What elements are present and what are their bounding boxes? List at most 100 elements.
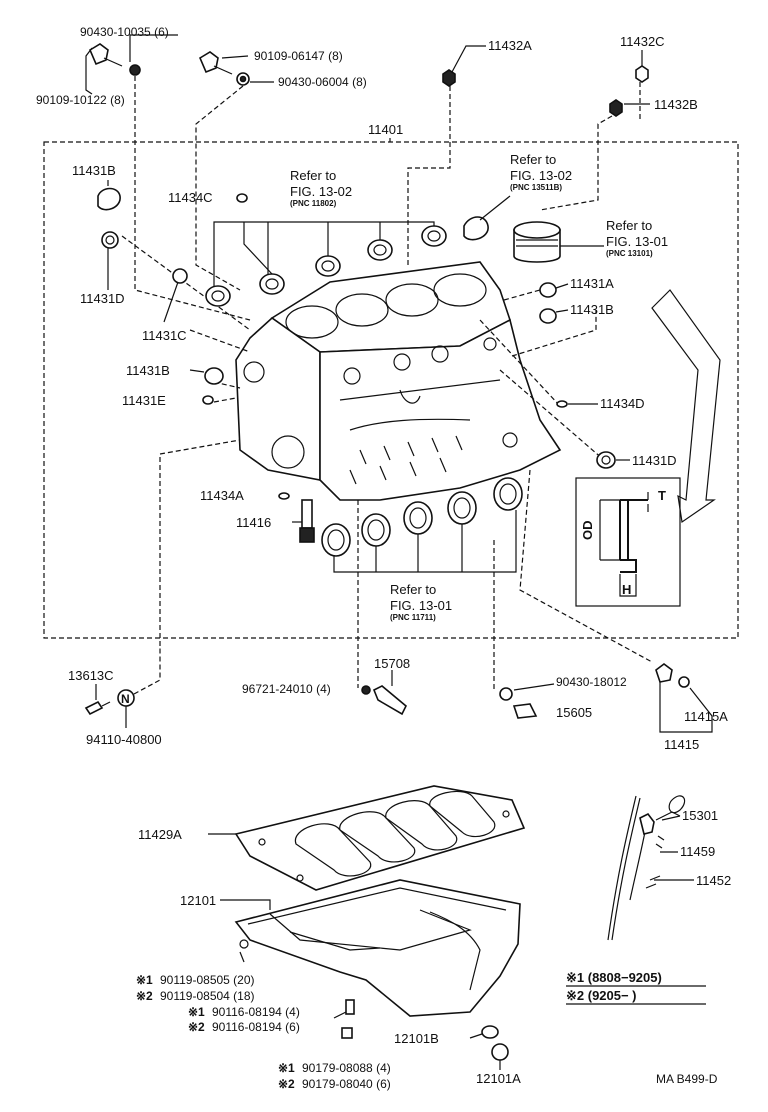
part-90109-10122: 90109-10122 (8) [36, 93, 125, 107]
diagram-code: MA B499-D [656, 1072, 718, 1086]
cap-13511B [463, 195, 511, 241]
plug-11432A: 11432A [407, 38, 532, 268]
inset-h-label: H [622, 582, 631, 597]
plug-11432C: 11432C [620, 34, 665, 120]
date-legend: ※1 (8808−9205) ※2 (9205− ) [566, 970, 706, 1005]
part-11415: 11415 [664, 737, 699, 752]
pin-11434A: 11434A [200, 488, 290, 503]
part-11459: 11459 [680, 844, 715, 859]
plug-11415: 11415A 11415 [655, 663, 728, 752]
part-11431E: 11431E [122, 393, 166, 408]
part-11431D-b: 11431D [632, 453, 677, 468]
part-11452: 11452 [696, 873, 731, 888]
fastener-mark: ※1 [188, 1005, 205, 1019]
part-12101A: 12101A [476, 1071, 521, 1086]
part-11415A: 11415A [684, 709, 728, 724]
svg-text:(PNC 11711): (PNC 11711) [390, 613, 436, 622]
pin-11434D: 11434D [556, 396, 645, 411]
fastener-part-number: 90116-08194 (6) [212, 1020, 300, 1034]
part-11401: 11401 [368, 122, 403, 137]
dipstick-pointer [651, 289, 721, 524]
svg-text:FIG. 13-02: FIG. 13-02 [510, 168, 572, 183]
legend-line-2: ※2 (9205− ) [566, 988, 637, 1003]
part-90109-06147: 90109-06147 (8) [254, 49, 343, 63]
upper-bearings [205, 221, 447, 307]
part-13613C: 13613C [68, 668, 114, 683]
dipstick: 15301 11459 11452 [607, 795, 731, 941]
inset-od-label: OD [580, 521, 595, 541]
plug-15605: 90430-18012 15605 [499, 675, 627, 720]
part-11431B-a: 11431B [72, 163, 116, 178]
part-11434C: 11434C [168, 190, 213, 205]
fastener-mark: ※1 [136, 973, 153, 987]
part-11431C: 11431C [142, 328, 187, 343]
cap-11434C: 11434C [168, 190, 248, 205]
svg-text:(PNC 13101): (PNC 13101) [606, 249, 653, 258]
refer-fig-13-02-a: Refer to FIG. 13-02 (PNC 11802) [290, 168, 352, 208]
oil-pan-gasket: 11429A [138, 785, 526, 891]
part-11416: 11416 [236, 515, 271, 530]
svg-text:(PNC 13511B): (PNC 13511B) [510, 183, 562, 192]
part-11431B-c: 11431B [126, 363, 170, 378]
part-96721-24010: 96721-24010 (4) [242, 682, 331, 696]
refer-fig-13-02-b: Refer to FIG. 13-02 (PNC 13511B) [510, 152, 572, 192]
bearing-detail-inset: T OD H [575, 477, 681, 607]
fastener-part-number: 90116-08194 (4) [212, 1005, 300, 1019]
fastener-part-number: 90119-08504 (18) [160, 989, 255, 1003]
cap-11431D-left: 11431D [80, 231, 125, 306]
part-11431A: 11431A [570, 276, 614, 291]
bolt-group-mid: 90109-06147 (8) 90430-06004 (8) [195, 49, 367, 291]
oil-pan: 12101 [180, 879, 521, 1017]
part-94110-40800: 94110-40800 [86, 732, 162, 747]
cap-11431B-left: 11431B [126, 363, 224, 385]
fastener-part-number: 90179-08088 (4) [302, 1061, 391, 1075]
part-11434A: 11434A [200, 488, 244, 503]
part-90430-06004: 90430-06004 (8) [278, 75, 367, 89]
bolt-11416: 11416 [236, 499, 315, 543]
part-11432C: 11432C [620, 34, 665, 49]
inset-t-label: T [658, 488, 666, 503]
drain-plug: 12101B 12101A [394, 1025, 521, 1086]
svg-text:(PNC 11802): (PNC 11802) [290, 199, 337, 208]
part-90430-18012: 90430-18012 [556, 675, 627, 689]
svg-text:Refer to: Refer to [290, 168, 336, 183]
cap-11431A: 11431A [539, 276, 614, 298]
svg-text:FIG. 13-02: FIG. 13-02 [290, 184, 352, 199]
svg-text:Refer to: Refer to [390, 582, 436, 597]
fastener-bolt [345, 999, 355, 1015]
cap-11431D-right: 11431D [596, 451, 677, 469]
part-11432A: 11432A [488, 38, 532, 53]
refer-fig-13-01-b: Refer to FIG. 13-01 (PNC 11711) [390, 582, 452, 622]
fastener-part-number: 90179-08040 (6) [302, 1077, 391, 1091]
fastener-mark: ※1 [278, 1061, 295, 1075]
plug-11432B: 11432B [539, 97, 698, 211]
cap-11431E: 11431E [122, 393, 214, 408]
cap-11431C: 11431C [142, 268, 188, 343]
piston [513, 221, 604, 263]
part-11434D: 11434D [600, 396, 645, 411]
fastener-list: ※1 90119-08505 (20) ※2 90119-08504 (18) ※1 90… [136, 973, 391, 1091]
part-15301: 15301 [682, 808, 718, 823]
fastener-nut [341, 1027, 353, 1039]
part-11431B-b: 11431B [570, 302, 614, 317]
fastener-part-number: 90119-08505 (20) [160, 973, 255, 987]
svg-text:FIG. 13-01: FIG. 13-01 [606, 234, 668, 249]
part-11431D-a: 11431D [80, 291, 125, 306]
assembly-frame [43, 141, 739, 639]
part-11432B: 11432B [654, 97, 698, 112]
svg-text:Refer to: Refer to [606, 218, 652, 233]
bolt-group-left: 90430-10035 (6) 90109-10122 (8) [36, 25, 251, 321]
part-15605: 15605 [556, 705, 592, 720]
part-12101B: 12101B [394, 1031, 439, 1046]
sensor-15708: 15708 96721-24010 (4) [242, 656, 410, 716]
legend-line-1: ※1 (8808−9205) [566, 970, 662, 985]
cap-11431B-right: 11431B [539, 302, 614, 324]
fastener-mark: ※2 [278, 1077, 295, 1091]
stud-13613C: N 13613C 94110-40800 [68, 646, 162, 747]
part-90430-10035: 90430-10035 (6) [80, 25, 169, 39]
fastener-mark: ※2 [136, 989, 153, 1003]
part-12101: 12101 [180, 893, 216, 908]
part-15708: 15708 [374, 656, 410, 671]
main-bearings [321, 477, 523, 573]
